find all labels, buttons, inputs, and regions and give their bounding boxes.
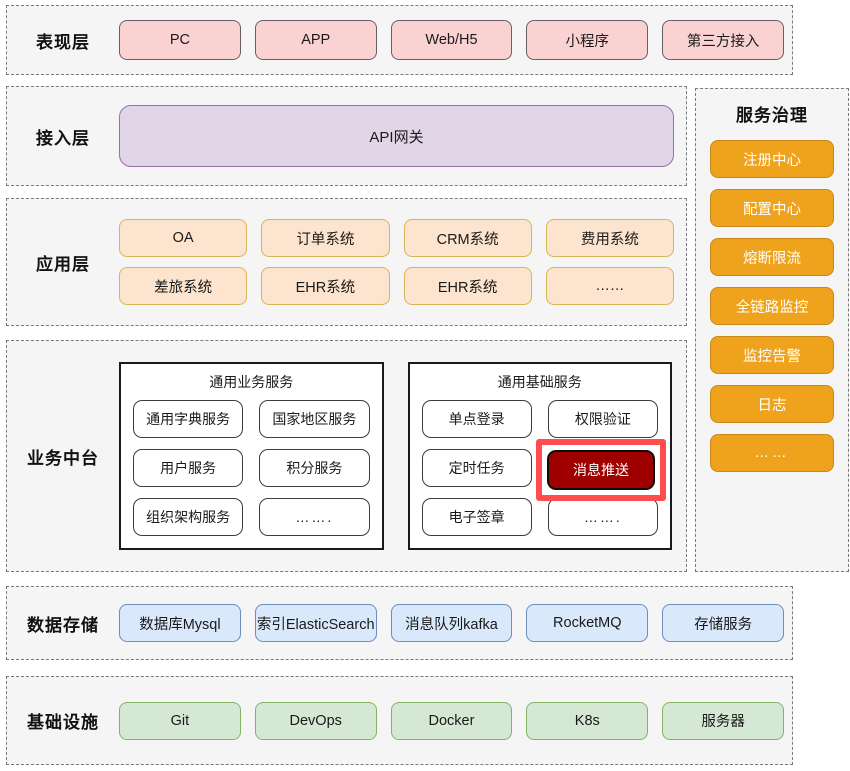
governance-more[interactable]: …… (710, 434, 834, 472)
node-storage-service[interactable]: 存储服务 (662, 604, 784, 642)
node-mysql[interactable]: 数据库Mysql (119, 604, 241, 642)
node-app[interactable]: APP (254, 20, 377, 60)
presentation-row: PC APP Web/H5 小程序 第三方接入 (119, 20, 784, 60)
panel-service-governance: 服务治理 注册中心 配置中心 熔断限流 全链路监控 监控告警 日志 …… (695, 88, 849, 572)
layer-body-application: OA 订单系统 CRM系统 费用系统 差旅系统 EHR系统 EHR系统 …… (119, 219, 686, 305)
node-docker[interactable]: Docker (390, 701, 513, 740)
layer-data-storage: 数据存储 数据库Mysql 索引ElasticSearch 消息队列kafka … (6, 586, 793, 660)
service-user[interactable]: 用户服务 (133, 449, 244, 487)
data-storage-row: 数据库Mysql 索引ElasticSearch 消息队列kafka Rocke… (119, 604, 784, 642)
layer-title-infrastructure: 基础设施 (27, 713, 99, 732)
service-country-region[interactable]: 国家地区服务 (259, 400, 370, 438)
governance-monitoring-alert[interactable]: 监控告警 (710, 336, 834, 374)
panel-title-service-governance: 服务治理 (736, 106, 808, 125)
node-pc[interactable]: PC (119, 20, 241, 60)
node-order-system[interactable]: 订单系统 (261, 219, 390, 257)
node-crm-system[interactable]: CRM系统 (403, 219, 532, 257)
governance-full-link-monitoring[interactable]: 全链路监控 (710, 287, 834, 325)
node-expense-system[interactable]: 费用系统 (545, 219, 674, 257)
service-electronic-signature[interactable]: 电子签章 (421, 498, 532, 536)
service-points[interactable]: 积分服务 (259, 449, 370, 487)
governance-log[interactable]: 日志 (710, 385, 834, 423)
node-application-more[interactable]: …… (545, 267, 674, 305)
layer-title-business-middle-platform: 业务中台 (27, 448, 99, 468)
node-travel-system[interactable]: 差旅系统 (119, 267, 248, 305)
layer-application: 应用层 OA 订单系统 CRM系统 费用系统 差旅系统 EHR系统 EHR系统 … (6, 198, 687, 326)
panel-title-common-business-services: 通用业务服务 (209, 374, 294, 390)
layer-infrastructure: 基础设施 Git DevOps Docker K8s 服务器 (6, 676, 793, 765)
node-miniprogram[interactable]: 小程序 (526, 20, 649, 60)
node-oa[interactable]: OA (119, 219, 248, 257)
node-kafka[interactable]: 消息队列kafka (390, 604, 513, 642)
node-git[interactable]: Git (119, 701, 241, 740)
layer-body-access: API网关 (119, 105, 686, 167)
node-elasticsearch[interactable]: 索引ElasticSearch (254, 604, 377, 642)
panel-title-common-basic-services: 通用基础服务 (497, 374, 582, 390)
service-common-dictionary[interactable]: 通用字典服务 (133, 400, 244, 438)
service-org-structure[interactable]: 组织架构服务 (133, 498, 244, 536)
layer-access: 接入层 API网关 (6, 86, 687, 186)
layer-title-presentation: 表现层 (36, 32, 90, 52)
node-ehr-system-1[interactable]: EHR系统 (261, 267, 390, 305)
governance-config-center[interactable]: 配置中心 (710, 189, 834, 227)
node-rocketmq[interactable]: RocketMQ (526, 604, 649, 642)
node-web-h5[interactable]: Web/H5 (390, 20, 513, 60)
layer-body-infrastructure: Git DevOps Docker K8s 服务器 (119, 701, 792, 740)
panel-grid-common-basic-services: 单点登录 权限验证 定时任务 消息推送 电子签章 ……. (421, 400, 658, 536)
node-ehr-system-2[interactable]: EHR系统 (403, 267, 532, 305)
service-message-push-highlighted[interactable]: 消息推送 (547, 450, 655, 490)
panel-common-business-services: 通用业务服务 通用字典服务 国家地区服务 用户服务 积分服务 组织架构服务 ……… (119, 362, 384, 550)
layer-presentation: 表现层 PC APP Web/H5 小程序 第三方接入 (6, 5, 793, 75)
node-k8s[interactable]: K8s (526, 701, 649, 740)
layer-title-application: 应用层 (36, 254, 90, 274)
governance-registry-center[interactable]: 注册中心 (710, 140, 834, 178)
governance-circuit-breaker[interactable]: 熔断限流 (710, 238, 834, 276)
panel-grid-common-business-services: 通用字典服务 国家地区服务 用户服务 积分服务 组织架构服务 ……. (133, 400, 370, 536)
node-server[interactable]: 服务器 (662, 701, 784, 740)
layer-title-data-storage: 数据存储 (27, 615, 99, 635)
infrastructure-row: Git DevOps Docker K8s 服务器 (119, 701, 784, 740)
layer-body-data-storage: 数据库Mysql 索引ElasticSearch 消息队列kafka Rocke… (119, 604, 792, 642)
node-devops[interactable]: DevOps (254, 701, 377, 740)
application-row-1: OA 订单系统 CRM系统 费用系统 (119, 219, 674, 257)
service-single-sign-on[interactable]: 单点登录 (421, 400, 532, 438)
node-third-party-access[interactable]: 第三方接入 (662, 20, 784, 60)
service-scheduled-task[interactable]: 定时任务 (421, 449, 532, 487)
layer-title-access: 接入层 (36, 128, 90, 148)
service-basic-more[interactable]: ……. (547, 498, 658, 536)
application-row-2: 差旅系统 EHR系统 EHR系统 …… (119, 267, 674, 305)
node-api-gateway[interactable]: API网关 (119, 105, 674, 167)
service-business-more[interactable]: ……. (259, 498, 370, 536)
layer-body-presentation: PC APP Web/H5 小程序 第三方接入 (119, 20, 792, 60)
service-permission-verification[interactable]: 权限验证 (547, 400, 658, 438)
